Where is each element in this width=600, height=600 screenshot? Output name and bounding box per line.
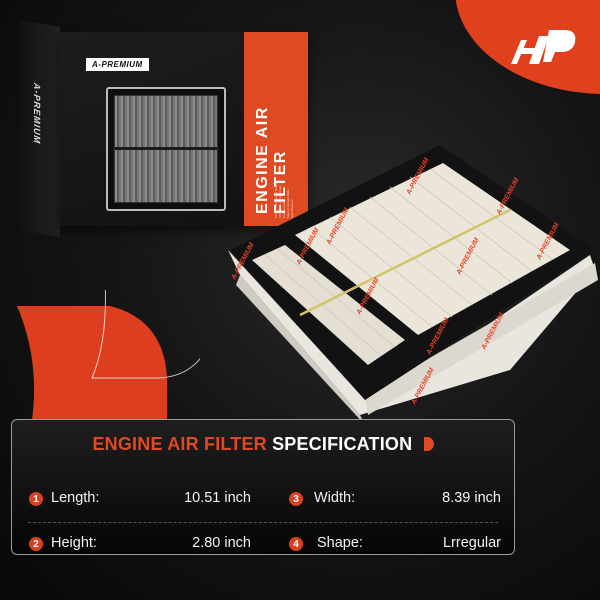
product-box: A-PREMIUM A-PREMIUM ENGINE AIR FILTER 10… [20,20,308,238]
spec-title-product: ENGINE AIR FILTER [92,434,267,454]
number-badge-4: 4 [289,537,303,551]
ap-logo-icon [511,30,576,64]
number-badge-1: 1 [29,492,43,506]
spec-value: Lrregular [442,535,501,551]
box-side-brand: A-PREMIUM [32,82,42,145]
box-filter-illustration [106,87,226,211]
box-orange-band: ENGINE AIR FILTER 100% Performance Teste… [244,32,308,226]
spec-row-shape: 4 Shape: Lrregular [289,535,501,555]
spec-row-height: 2 Height: 2.80 inch [29,535,251,555]
number-badge-3: 3 [289,492,303,506]
spec-value: 10.51 inch [184,490,251,506]
air-filter-illustration: A-PREMIUM A-PREMIUM A-PREMIUM A-PREMIUM … [228,145,598,425]
box-side-panel: A-PREMIUM [20,20,60,238]
spec-row-width: 3 Width: 8.39 inch [289,490,501,510]
number-badge-2: 2 [29,537,43,551]
specification-panel: ENGINE AIR FILTER SPECIFICATION 1 Length… [11,419,515,555]
box-front-panel: A-PREMIUM ENGINE AIR FILTER 100% Perform… [60,32,308,226]
spec-label: Width: [314,490,356,506]
box-brand-label: A-PREMIUM [86,58,149,71]
spec-title: ENGINE AIR FILTER SPECIFICATION [12,434,514,455]
spec-label: Height: [51,535,97,551]
decorative-d-shape-icon [17,290,200,420]
spec-value: 2.80 inch [192,535,251,551]
spec-title-spec: SPECIFICATION [272,434,413,454]
row-divider [28,522,498,523]
spec-label: Shape: [317,535,363,551]
spec-row-length: 1 Length: 10.51 inch [29,490,251,510]
spec-label: Length: [51,490,100,506]
d-brand-icon [423,437,434,451]
spec-value: 8.39 inch [442,490,501,506]
